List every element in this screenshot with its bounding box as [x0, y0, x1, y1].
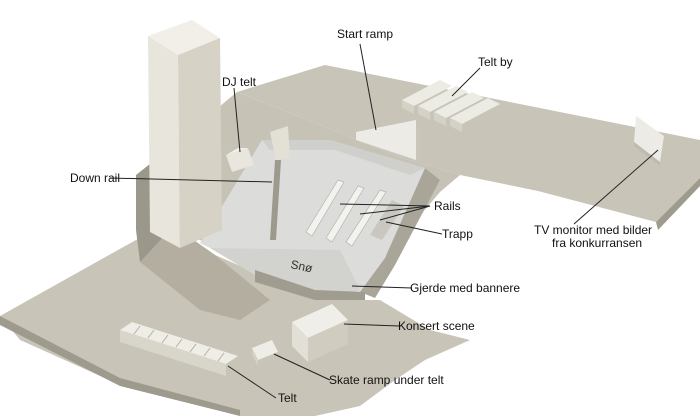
ground-lower	[0, 222, 470, 416]
tent-row	[120, 322, 238, 376]
concert-stage-top	[292, 304, 348, 338]
leader-dj-telt	[233, 87, 241, 153]
tent-by-2-side	[418, 106, 430, 120]
leader-telt-by	[451, 67, 481, 97]
leader-konsert	[343, 323, 401, 327]
leader-trapp	[385, 221, 443, 235]
down-rail-panel	[270, 126, 290, 160]
slope-top-edge	[262, 140, 425, 175]
tv-monitor-screen	[634, 116, 664, 162]
concert-stage-front	[308, 320, 348, 362]
label-start-ramp: Start ramp	[337, 27, 393, 41]
rail-1	[305, 179, 345, 237]
concert-stage-left	[292, 322, 308, 362]
leader-start-ramp	[359, 43, 377, 131]
label-tv-monitor-line2: fra konkurransen	[552, 236, 642, 250]
start-ramp-side	[416, 120, 422, 162]
label-rails: Rails	[434, 199, 461, 213]
slope-area	[200, 140, 440, 300]
label-dj-telt: DJ telt	[222, 75, 257, 89]
tent-village	[402, 80, 500, 132]
leader-rails-3	[379, 205, 431, 221]
fence-front	[255, 270, 365, 300]
ground-right-arm	[237, 65, 700, 222]
leader-lines	[109, 43, 659, 399]
start-ramp-front	[356, 120, 416, 160]
leader-rails-1	[339, 203, 431, 207]
tv-monitor	[634, 116, 664, 166]
tent-by-1-top	[402, 80, 452, 106]
skate-ramp-top	[252, 340, 278, 360]
label-snow: Snø	[289, 257, 314, 275]
ground-edge-right	[656, 178, 700, 230]
tent-by-1-side	[402, 100, 414, 114]
label-telt-by: Telt by	[478, 55, 513, 69]
tent-by-3-top	[434, 92, 484, 118]
concert-stage	[292, 304, 348, 362]
fence-banners	[360, 168, 440, 298]
tent-by-4-top	[450, 98, 500, 124]
tower-shadow-ground	[140, 222, 270, 320]
label-tv-monitor-line1: TV monitor med bilder	[534, 223, 652, 237]
tower	[148, 20, 222, 248]
skate-ramp-side	[252, 348, 258, 366]
label-telt: Telt	[278, 391, 297, 405]
tent-by-4-side	[450, 118, 462, 132]
label-konsert: Konsert scene	[398, 319, 475, 333]
label-gjerde: Gjerde med bannere	[410, 281, 520, 295]
dj-tent-top	[226, 148, 248, 155]
tower-top	[148, 20, 220, 55]
tv-monitor-base	[634, 142, 660, 166]
tent-row-front	[120, 330, 226, 376]
leader-skate-ramp	[273, 353, 331, 381]
tent-row-peaks	[133, 325, 225, 362]
leader-rails-2	[359, 205, 431, 215]
down-rail-structure	[270, 126, 290, 240]
leader-telt	[227, 365, 277, 399]
snow-patch	[210, 248, 360, 300]
rail-3	[345, 189, 387, 247]
leader-gjerde	[351, 285, 413, 289]
start-ramp	[356, 120, 422, 162]
label-skate-ramp: Skate ramp under telt	[329, 373, 444, 387]
dj-tent-front	[226, 148, 254, 172]
down-rail	[270, 160, 281, 240]
leader-tv-monitor	[573, 149, 659, 225]
dj-tent	[226, 148, 254, 172]
label-trapp: Trapp	[442, 227, 473, 241]
label-down-rail: Down rail	[70, 171, 120, 185]
leader-down-rail	[109, 177, 273, 183]
skate-ramp	[252, 340, 278, 366]
rail-2	[325, 185, 365, 243]
tower-side	[178, 38, 222, 248]
ground-edge-bottom	[0, 316, 240, 416]
tent-by-3-side	[434, 112, 446, 126]
rails-group	[305, 179, 387, 247]
ground-edge-cut	[0, 316, 240, 416]
tower-front	[148, 36, 180, 248]
